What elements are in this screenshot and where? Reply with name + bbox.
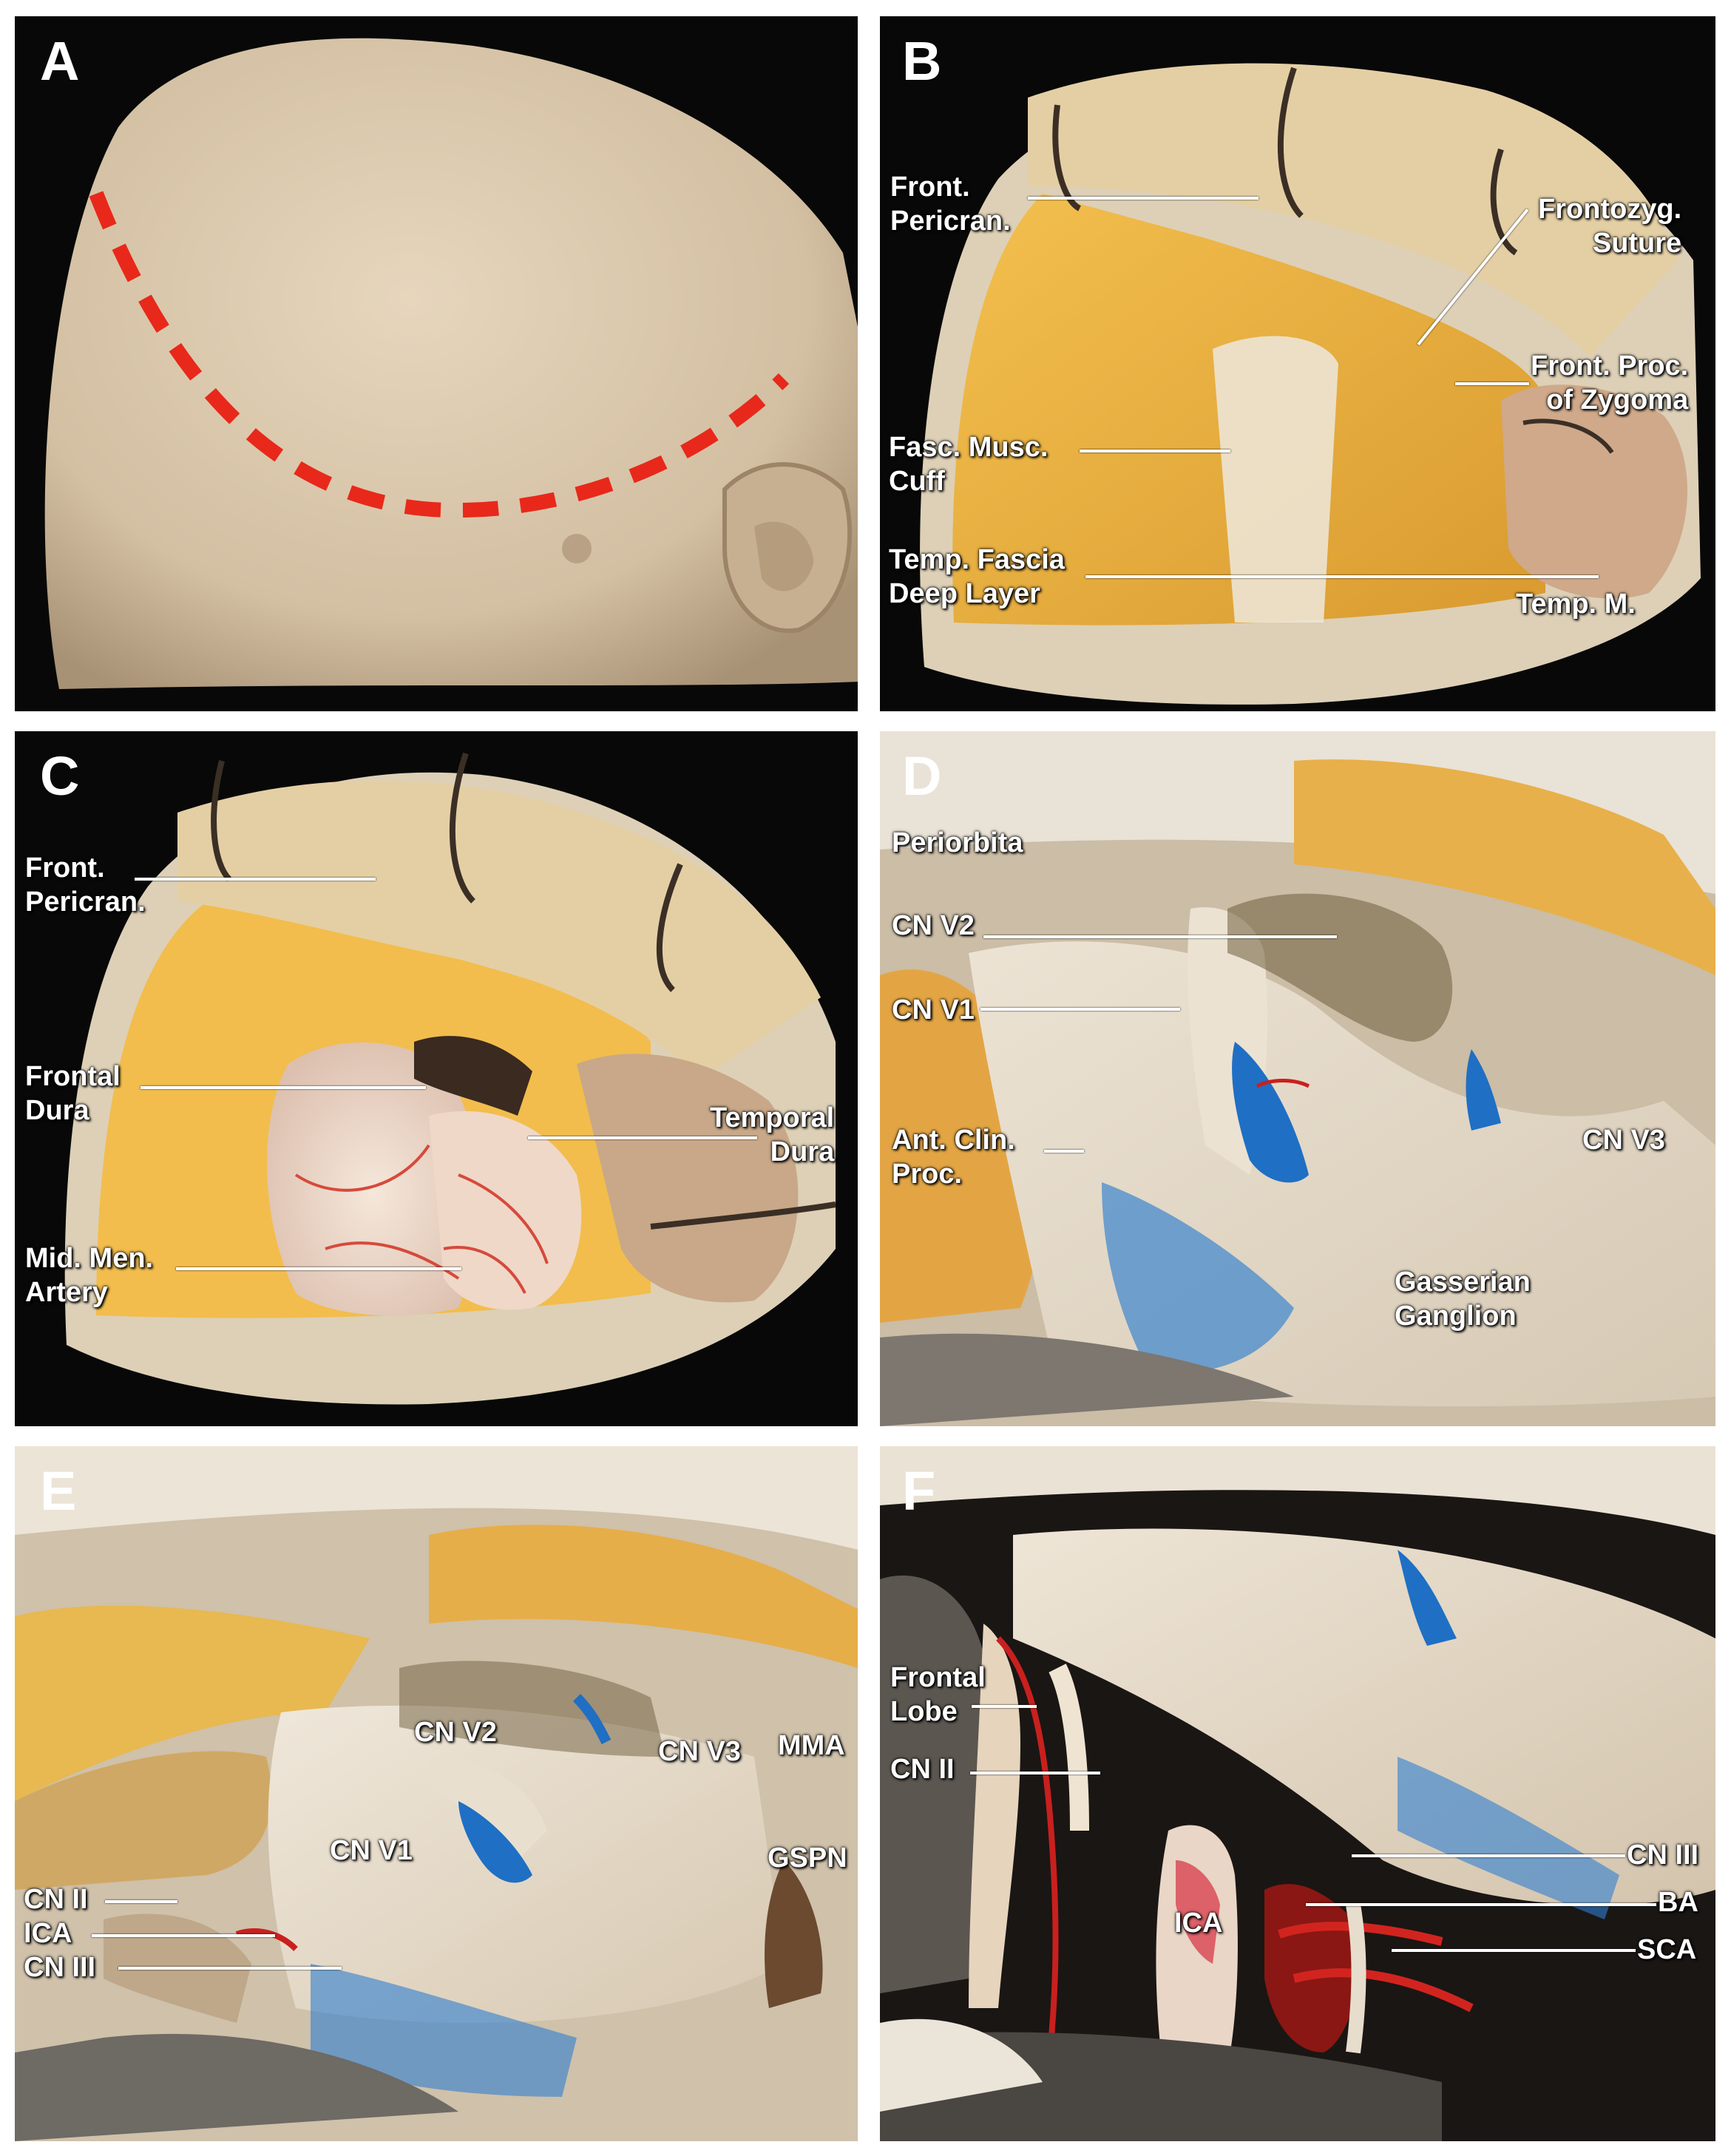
label-front-pericran: Front. Pericran. <box>890 172 1011 237</box>
blue-vein-2 <box>1466 1049 1501 1130</box>
leader-sca <box>1392 1949 1636 1952</box>
panel-c-photo <box>15 731 858 1426</box>
label-temp-m: Temp. M. <box>1516 589 1636 620</box>
leader-ba <box>1306 1903 1656 1906</box>
label-mma: MMA <box>778 1730 845 1761</box>
panel-f-letter: F <box>902 1460 936 1522</box>
label-frontozyg-suture: Frontozyg. Suture <box>1538 194 1682 260</box>
label-mid-men-artery: Mid. Men. Artery <box>25 1243 154 1309</box>
panel-c: C Front. Pericran. Frontal Dura Temporal… <box>15 731 858 1426</box>
label-gasserian-ganglion: Gasserian Ganglion <box>1395 1267 1531 1332</box>
leader-cn-v1-d <box>980 1008 1180 1011</box>
panel-a-letter: A <box>40 30 80 92</box>
leader-ant-clin-proc <box>1044 1150 1084 1153</box>
label-gspn: GSPN <box>768 1843 847 1874</box>
label-cn-iii-f: CN III <box>1627 1840 1699 1871</box>
panel-a-photo <box>15 16 858 711</box>
leader-cn-ii-f <box>970 1772 1100 1774</box>
temporal-dura <box>429 1111 582 1310</box>
label-cn-v3-d: CN V3 <box>1582 1125 1665 1156</box>
incision-dashed-line <box>89 191 790 518</box>
label-temporal-dura: Temporal Dura <box>710 1102 835 1168</box>
label-sca: SCA <box>1637 1934 1697 1965</box>
label-cn-v2-d: CN V2 <box>892 910 975 941</box>
label-cn-v3-e: CN V3 <box>658 1736 741 1767</box>
leader-mid-men-artery <box>176 1267 461 1270</box>
frontal-dura <box>267 1043 480 1316</box>
leader-front-pericran <box>1028 197 1259 200</box>
label-temp-fascia-deep-layer: Temp. Fascia Deep Layer <box>889 544 1065 610</box>
label-ica-e: ICA <box>24 1918 72 1949</box>
label-cn-ii-f: CN II <box>890 1754 955 1785</box>
leader-frontal-dura <box>140 1086 426 1089</box>
skin-mark <box>562 534 592 563</box>
panel-e: E CN V2 CN V3 MMA CN V1 GSPN CN II ICA C… <box>15 1446 858 2141</box>
label-front-proc-zygoma: Front. Proc. of Zygoma <box>1531 350 1689 416</box>
leader-temp-fascia-deep-layer <box>1085 575 1599 578</box>
label-cn-iii-e: CN III <box>24 1952 96 1983</box>
blue-vein-1 <box>1232 1042 1309 1183</box>
label-front-pericran-c: Front. Pericran. <box>25 852 146 918</box>
panel-d: D Periorbita CN V2 CN V1 Ant. Clin. Proc… <box>880 731 1715 1426</box>
label-ica-f: ICA <box>1174 1908 1223 1939</box>
leader-frontal-lobe <box>972 1705 1037 1708</box>
leader-cn-iii-f <box>1352 1854 1625 1857</box>
panel-b: B Front. Pericran. Frontozyg. Suture Fro… <box>880 16 1715 711</box>
panel-c-letter: C <box>40 745 80 807</box>
label-frontal-dura: Frontal Dura <box>25 1061 121 1127</box>
leader-front-pericran-c <box>135 878 376 881</box>
leader-ica-e <box>92 1934 275 1937</box>
panel-d-photo <box>880 731 1715 1426</box>
panel-e-photo <box>15 1446 858 2141</box>
panel-d-letter: D <box>902 745 942 807</box>
label-cn-v1-e: CN V1 <box>330 1835 413 1866</box>
label-cn-ii-e: CN II <box>24 1884 88 1915</box>
panel-f-photo <box>880 1446 1715 2141</box>
fascial-cuff <box>1213 336 1338 623</box>
panel-b-photo <box>880 16 1715 711</box>
leader-cn-v2-d <box>983 935 1337 938</box>
leader-cn-iii-e <box>118 1967 342 1970</box>
label-cn-v1-d: CN V1 <box>892 994 975 1026</box>
label-ant-clin-proc: Ant. Clin. Proc. <box>892 1125 1015 1190</box>
panel-f: F Frontal Lobe CN II ICA CN III BA SCA <box>880 1446 1715 2141</box>
blue-vein-e <box>458 1801 532 1883</box>
blue-vein-f <box>1398 1550 1457 1646</box>
leader-fasc-musc-cuff <box>1080 450 1230 452</box>
panel-b-letter: B <box>902 30 942 92</box>
label-frontal-lobe: Frontal Lobe <box>890 1662 986 1728</box>
temporal-muscle <box>1501 384 1688 599</box>
label-periorbita: Periorbita <box>892 827 1023 858</box>
leader-front-proc-zygoma <box>1455 382 1529 385</box>
panel-e-letter: E <box>40 1460 77 1522</box>
label-cn-v2-e: CN V2 <box>414 1717 497 1748</box>
leader-cn-ii-e <box>105 1900 177 1903</box>
label-ba: BA <box>1658 1887 1698 1918</box>
leader-temporal-dura <box>528 1136 757 1139</box>
frontal-lobe <box>969 1624 1020 2008</box>
label-fasc-musc-cuff: Fasc. Musc. Cuff <box>889 432 1049 498</box>
panel-a: A <box>15 16 858 711</box>
